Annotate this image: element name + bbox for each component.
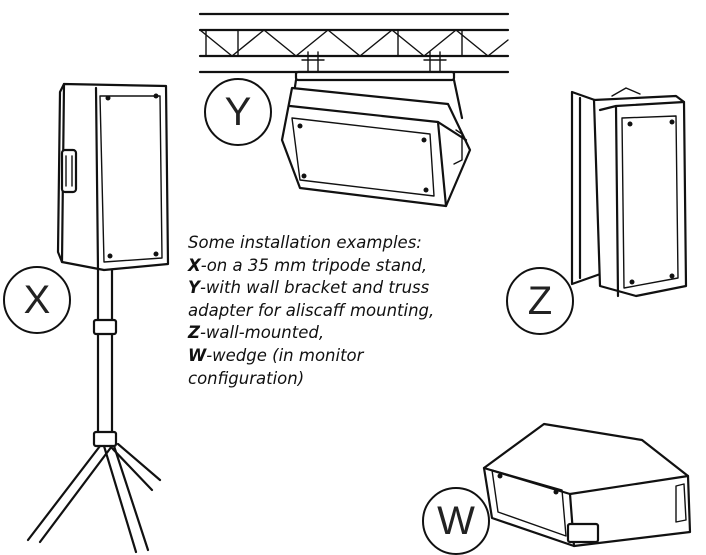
speaker-on-tripod-icon — [26, 82, 170, 554]
badge-x-letter: X — [24, 278, 51, 322]
caption-text-x: -on a 35 mm tripode stand, — [200, 255, 428, 275]
caption-key-w: W — [188, 345, 207, 365]
caption-line-w-cont: configuration) — [188, 368, 305, 388]
wall-mounted-speaker-icon — [570, 87, 688, 298]
caption-line-z: Z-wall-mounted, — [188, 322, 518, 345]
caption-heading: Some installation examples: — [188, 233, 422, 252]
caption-text-w: -wedge (in monitor — [206, 345, 364, 365]
caption-line-w: W-wedge (in monitor — [188, 345, 518, 368]
caption-text-z: -wall-mounted, — [199, 323, 325, 343]
badge-z: Z — [506, 267, 574, 335]
caption-text-y: -with wall bracket and truss — [199, 278, 430, 298]
badge-y: Y — [204, 78, 272, 146]
badge-x: X — [3, 266, 71, 334]
caption-key-x: X — [188, 255, 201, 275]
badge-w: W — [422, 487, 490, 555]
caption-line-y: Y-with wall bracket and truss — [188, 277, 518, 300]
installation-caption: Some installation examples: X-on a 35 mm… — [188, 232, 518, 390]
badge-y-letter: Y — [225, 90, 252, 134]
truss-icon — [198, 12, 510, 74]
caption-line-x: X-on a 35 mm tripode stand, — [188, 255, 518, 278]
caption-line-y-cont: adapter for aliscaff mounting, — [188, 300, 435, 320]
badge-z-letter: Z — [528, 279, 552, 323]
caption-key-y: Y — [188, 278, 200, 298]
badge-w-letter: W — [437, 499, 475, 543]
caption-key-z: Z — [188, 323, 200, 343]
wedge-monitor-icon — [482, 422, 692, 548]
hanging-speaker-icon — [280, 51, 472, 208]
